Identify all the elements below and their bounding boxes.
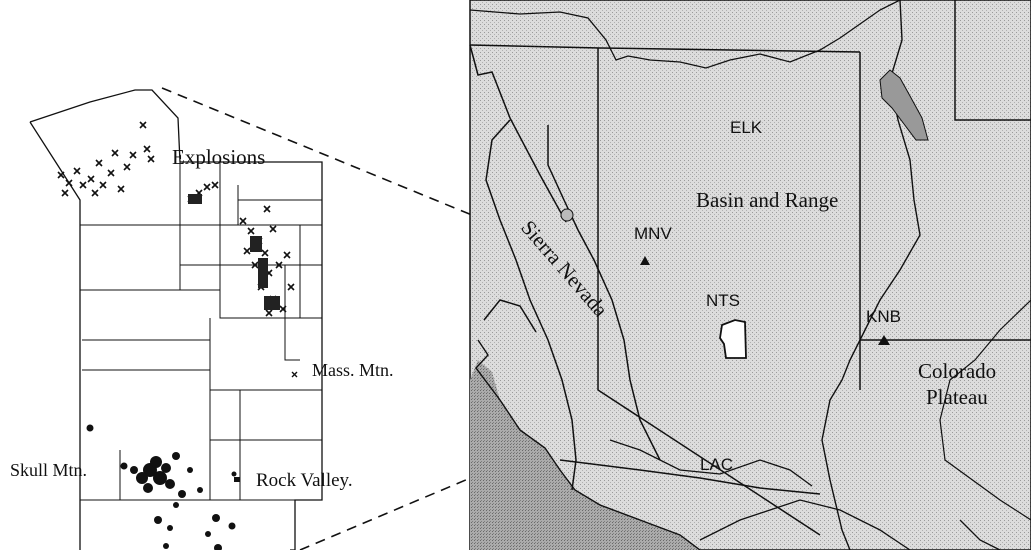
label-lac: LAC: [700, 455, 733, 474]
inset-area-grid: [80, 162, 322, 501]
label-skull-mtn: Skull Mtn.: [10, 460, 87, 480]
coastline: [475, 339, 701, 550]
station-knb-icon: [878, 335, 890, 345]
label-mass-mtn: Mass. Mtn.: [312, 360, 394, 380]
rock-valley-marker: [234, 477, 240, 482]
label-colorado: Colorado: [918, 359, 996, 383]
rivers: [469, 0, 1001, 550]
label-basin-and-range: Basin and Range: [696, 188, 838, 212]
regional-map: ELK Basin and Range Sierra Nevada MNV NT…: [469, 0, 1031, 550]
label-rock-valley: Rock Valley.: [256, 470, 353, 491]
label-nts: NTS: [706, 291, 740, 310]
plateau-boundary-east: [939, 299, 1031, 521]
sierra-nevada-boundaries: [483, 119, 821, 495]
ocean-area: [470, 360, 700, 550]
inset-map: Explosions Mass. Mtn. Skull Mtn. Rock Va…: [10, 89, 394, 550]
label-mnv: MNV: [634, 224, 672, 243]
great-salt-lake: [879, 69, 929, 141]
earthquake-markers: [86, 424, 237, 550]
label-knb: KNB: [866, 307, 901, 326]
regional-map-frame: [469, 0, 1031, 550]
mass-mtn-marker: [291, 371, 298, 378]
explosion-cluster-fill: [188, 194, 280, 310]
state-borders: [469, 0, 1031, 536]
label-explosions: Explosions: [172, 145, 265, 169]
explosion-markers: [57, 121, 295, 317]
label-plateau: Plateau: [926, 385, 988, 409]
nts-outline: [719, 319, 747, 359]
lake-tahoe: [560, 208, 574, 222]
station-mnv-icon: [640, 256, 650, 265]
label-elk: ELK: [730, 118, 763, 137]
